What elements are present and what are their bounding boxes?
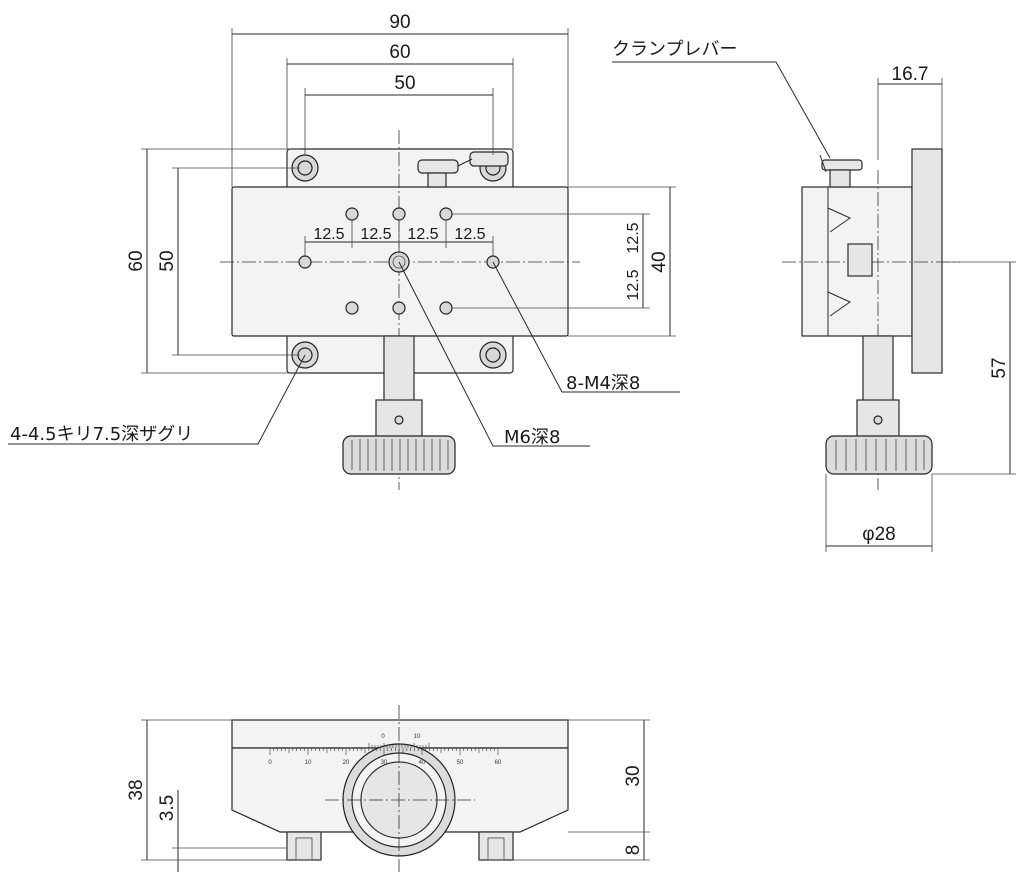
- m4-hole: [392, 301, 406, 315]
- dim-16-7-label: 16.7: [892, 64, 929, 85]
- dim-38-label: 38: [126, 779, 147, 800]
- m4-hole: [345, 207, 359, 221]
- dim-50-top: 50: [304, 73, 494, 155]
- side-clamp-lever: [819, 154, 863, 188]
- vert-pitch-upper: 12.5: [625, 222, 642, 253]
- dim-30-label: 30: [623, 765, 644, 786]
- side-flange: [911, 148, 943, 374]
- dim-3-5: 3.5: [157, 790, 287, 872]
- callout-m4: 8-M4深8: [492, 261, 680, 394]
- callout-counterbore: 4-4.5キリ7.5深ザグリ: [8, 354, 306, 445]
- m4-hole: [298, 255, 312, 269]
- dim-60-top: 60: [286, 42, 514, 149]
- scale-label-30: 30: [381, 760, 388, 766]
- pitch-label-1: 12.5: [313, 226, 344, 243]
- callout-m4-label: 8-M4深8: [566, 373, 640, 394]
- dim-8-label: 8: [623, 845, 644, 856]
- m4-hole: [345, 301, 359, 315]
- scale-label-40: 40: [419, 760, 426, 766]
- top-view: 90 60 50 12.5 12.5 12.5 12.5: [8, 12, 680, 490]
- scale-label-60: 60: [495, 760, 502, 766]
- dim-3-5-label: 3.5: [157, 795, 178, 821]
- counterbore-hole: [291, 154, 319, 182]
- dim-90-label: 90: [389, 12, 410, 33]
- top-scale-label-0: 0: [381, 734, 385, 740]
- scale-label-10: 10: [305, 760, 312, 766]
- side-knob: [825, 435, 933, 475]
- dim-phi28-label: φ28: [862, 524, 895, 545]
- dim-30: 30: [568, 719, 650, 833]
- callout-counterbore-label: 4-4.5キリ7.5深ザグリ: [10, 424, 193, 445]
- callout-m6: M6深8: [398, 261, 590, 448]
- top-scale-label-10: 10: [414, 734, 421, 740]
- m4-hole: [439, 207, 453, 221]
- dim-40-label: 40: [649, 251, 670, 272]
- callout-clamp-label: クランプレバー: [612, 39, 737, 60]
- dim-50-left: 50: [157, 167, 300, 356]
- dim-phi28: φ28: [825, 474, 933, 552]
- scale-label-20: 20: [343, 760, 350, 766]
- scale: [269, 743, 499, 755]
- front-foot-left: [286, 831, 322, 861]
- dim-50-left-label: 50: [157, 250, 178, 271]
- feed-screw: [342, 335, 456, 475]
- callout-clamp: クランプレバー: [612, 39, 831, 159]
- clamp-lever: [417, 151, 509, 188]
- dim-60-left-label: 60: [126, 250, 147, 271]
- scale-label-0: 0: [268, 760, 272, 766]
- dim-16-7: 16.7: [877, 64, 943, 160]
- dim-57-label: 57: [989, 357, 1010, 378]
- knob: [342, 435, 456, 475]
- vert-pitch-lower: 12.5: [625, 269, 642, 300]
- dim-8: 8: [513, 832, 650, 861]
- dim-60-left: 60: [126, 148, 300, 374]
- callout-m6-label: M6深8: [504, 427, 560, 448]
- counterbore-hole: [479, 341, 507, 369]
- m4-hole: [392, 207, 406, 221]
- pitch-label-4: 12.5: [454, 226, 485, 243]
- side-view: 16.7 57 φ28 クランプレバー: [612, 39, 1016, 552]
- front-view: 0 10 20 30 40 50 60 0 10 38 3.5 30: [126, 705, 650, 872]
- dim-50-top-label: 50: [394, 73, 415, 94]
- dim-38: 38: [126, 719, 287, 861]
- pitch-label-3: 12.5: [407, 226, 438, 243]
- pitch-label-2: 12.5: [360, 226, 391, 243]
- dim-57: 57: [932, 261, 1016, 475]
- front-foot-right: [478, 831, 514, 861]
- dim-90: 90: [231, 12, 569, 187]
- pitch-dims: 12.5 12.5 12.5 12.5: [304, 220, 494, 256]
- dim-60-top-label: 60: [389, 42, 410, 63]
- dim-40: 40: [568, 186, 676, 337]
- vert-pitch-dims: 12.5 12.5: [452, 213, 650, 309]
- m4-hole: [439, 301, 453, 315]
- scale-label-50: 50: [457, 760, 464, 766]
